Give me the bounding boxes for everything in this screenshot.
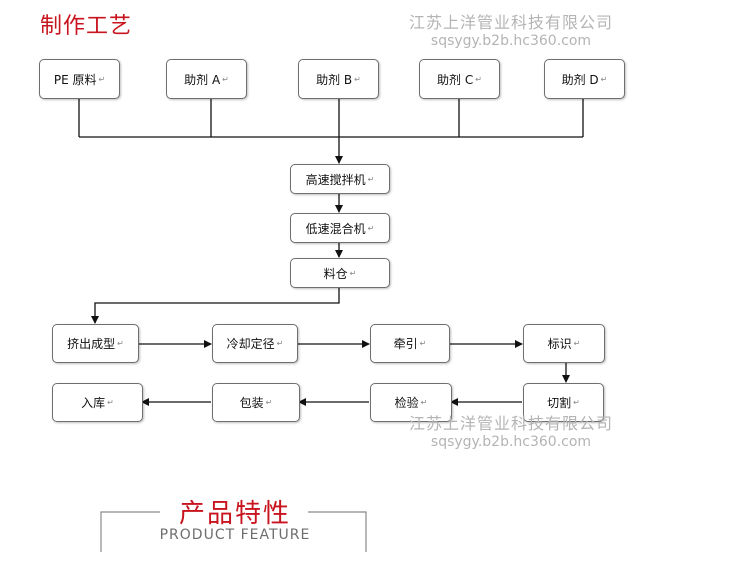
node-label: 检验 [394, 396, 419, 410]
node-additive-d: 助剂 D↵ [544, 59, 625, 99]
return-mark: ↵ [349, 268, 357, 278]
return-mark: ↵ [354, 74, 361, 84]
feature-title: 产品特性 [178, 499, 291, 529]
return-mark: ↵ [420, 398, 428, 407]
return-mark: ↵ [600, 74, 608, 84]
watermark-company: 江苏上洋管业科技有限公司 [408, 414, 613, 433]
node-label: 助剂 C [437, 72, 474, 87]
return-mark: ↵ [265, 398, 273, 407]
node-label: 助剂 B [316, 72, 353, 87]
node-additive-c: 助剂 C↵ [419, 59, 500, 99]
node-cutting: 切割↵ [523, 383, 604, 422]
section-title: 制作工艺 [40, 14, 133, 39]
node-label: PE 原料 [53, 72, 97, 87]
node-marking: 标识↵ [523, 324, 605, 363]
return-mark: ↵ [107, 398, 114, 407]
node-low-speed-mixer: 低速混合机↵ [290, 213, 390, 243]
node-packaging: 包装↵ [212, 383, 300, 422]
node-extrusion: 挤出成型↵ [52, 324, 139, 363]
node-label: 牵引 [393, 337, 418, 351]
node-additive-b: 助剂 B↵ [298, 59, 379, 99]
return-mark: ↵ [419, 339, 427, 348]
return-mark: ↵ [573, 398, 580, 407]
node-label: 挤出成型 [67, 337, 116, 351]
watermark-url: sqsygy.b2b.hc360.com [430, 33, 592, 49]
node-warehousing: 入库↵ [52, 383, 143, 422]
return-mark: ↵ [117, 339, 124, 348]
node-label: 助剂 A [184, 72, 221, 87]
node-label: 入库 [81, 396, 106, 410]
node-pe-material: PE 原料↵ [39, 59, 120, 99]
return-mark: ↵ [475, 74, 482, 84]
node-label: 切割 [547, 396, 572, 410]
node-cooling-sizing: 冷却定径↵ [212, 324, 298, 363]
node-label: 包装 [239, 396, 264, 410]
node-label: 冷却定径 [226, 337, 275, 351]
return-mark: ↵ [367, 223, 375, 233]
watermark-top: 江苏上洋管业科技有限公司 sqsygy.b2b.hc360.com [395, 13, 627, 51]
node-label: 高速搅拌机 [305, 172, 366, 187]
node-label: 料仓 [323, 266, 348, 281]
node-hauling: 牵引↵ [370, 324, 450, 363]
node-label: 低速混合机 [305, 221, 366, 236]
watermark-bottom: 江苏上洋管业科技有限公司 sqsygy.b2b.hc360.com [395, 414, 627, 452]
return-mark: ↵ [573, 339, 581, 348]
node-storage-bin: 料仓↵ [290, 258, 390, 288]
return-mark: ↵ [276, 339, 284, 348]
feature-subtitle: PRODUCT FEATURE [159, 527, 311, 543]
node-additive-a: 助剂 A↵ [166, 59, 247, 99]
node-inspection: 检验↵ [370, 383, 452, 422]
watermark-url: sqsygy.b2b.hc360.com [430, 434, 592, 450]
node-high-speed-mixer: 高速搅拌机↵ [290, 164, 390, 194]
return-mark: ↵ [222, 74, 229, 84]
node-label: 助剂 D [561, 72, 599, 87]
return-mark: ↵ [367, 174, 375, 184]
node-label: 标识 [547, 337, 572, 351]
return-mark: ↵ [98, 74, 106, 84]
watermark-company: 江苏上洋管业科技有限公司 [408, 13, 613, 32]
